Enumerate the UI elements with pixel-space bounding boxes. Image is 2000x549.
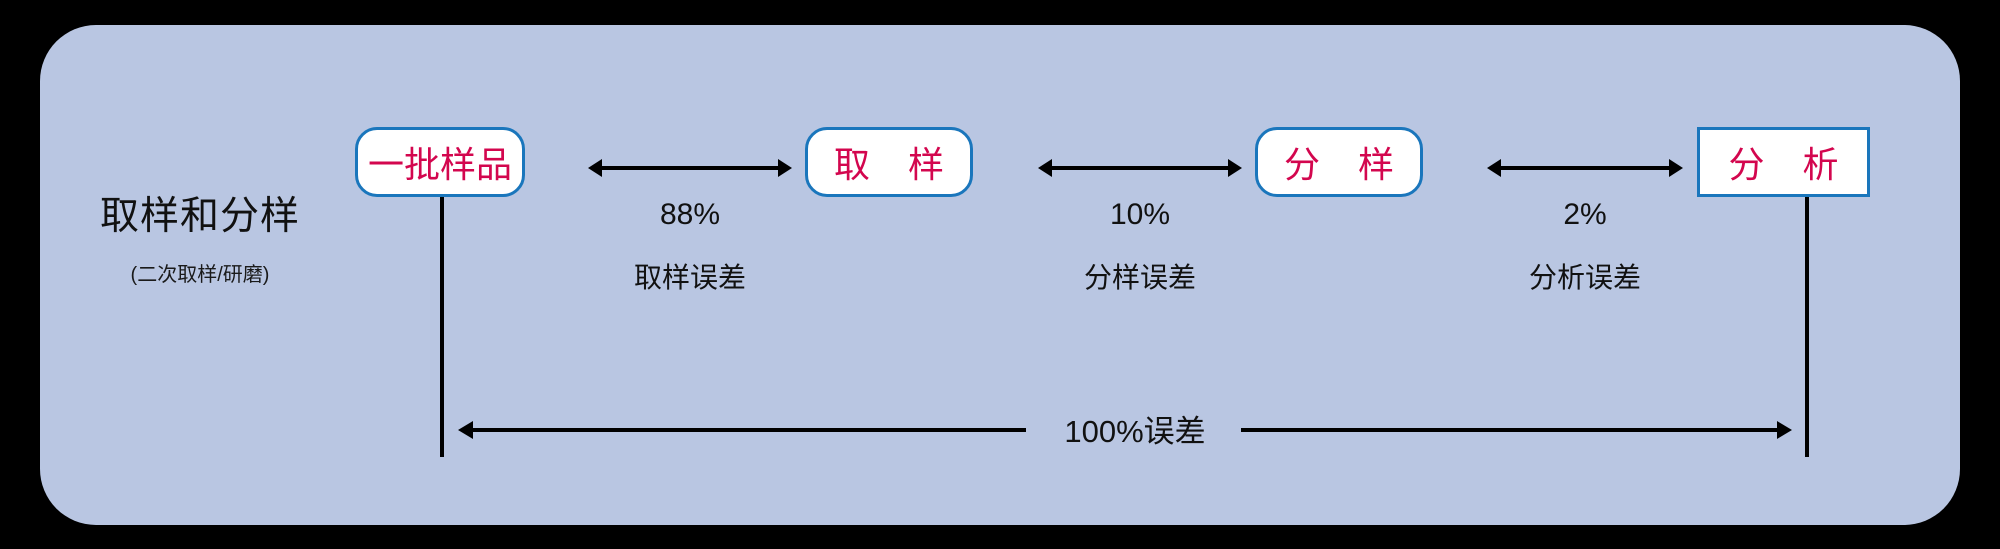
arrowhead-left-icon [1487, 159, 1501, 177]
gap-labels-subsampling: 10% 分样误差 [1010, 200, 1270, 292]
total-error-label: 100%误差 [1064, 414, 1206, 449]
arrowhead-right-icon [1669, 159, 1683, 177]
stage-box-label: 分 样 [1283, 144, 1408, 185]
gap-percent: 88% [659, 198, 721, 231]
title-block: 取样和分样 (二次取样/研磨) [55, 195, 345, 287]
page-subtitle: (二次取样/研磨) [130, 263, 270, 286]
arrow-shaft [1049, 166, 1231, 170]
stage-box-label: 一批样品 [367, 144, 512, 185]
page-title: 取样和分样 [99, 195, 300, 238]
total-double-arrow-icon [458, 421, 1792, 439]
gap-percent: 2% [1563, 198, 1607, 231]
arrow-shaft [599, 166, 781, 170]
stage-box-sampling[interactable]: 取 样 [805, 127, 973, 197]
arrowhead-left-icon [458, 421, 473, 439]
arrowhead-right-icon [1777, 421, 1792, 439]
stage-box-analysis[interactable]: 分 析 [1697, 127, 1870, 197]
gap-labels-analysis: 2% 分析误差 [1455, 200, 1715, 292]
arrowhead-left-icon [1038, 159, 1052, 177]
stage-box-label: 取 样 [833, 144, 958, 185]
double-arrow-icon [588, 159, 792, 177]
drop-line-left [440, 197, 444, 457]
arrow-shaft-right [1241, 428, 1779, 432]
gap-error-label: 分析误差 [1528, 262, 1641, 293]
drop-line-right [1805, 197, 1809, 457]
gap-percent: 10% [1109, 198, 1171, 231]
arrowhead-left-icon [588, 159, 602, 177]
arrowhead-right-icon [778, 159, 792, 177]
stage-box-subsampling[interactable]: 分 样 [1255, 127, 1423, 197]
double-arrow-icon [1487, 159, 1683, 177]
double-arrow-icon [1038, 159, 1242, 177]
stage-box-label: 分 析 [1728, 144, 1853, 185]
arrowhead-right-icon [1228, 159, 1242, 177]
arrow-shaft [1498, 166, 1672, 170]
diagram-panel [40, 25, 1960, 525]
stage-box-batch-sample[interactable]: 一批样品 [355, 127, 525, 197]
gap-labels-sampling: 88% 取样误差 [560, 200, 820, 292]
gap-error-label: 分样误差 [1083, 262, 1196, 293]
arrow-shaft-left [471, 428, 1026, 432]
gap-error-label: 取样误差 [633, 262, 746, 293]
